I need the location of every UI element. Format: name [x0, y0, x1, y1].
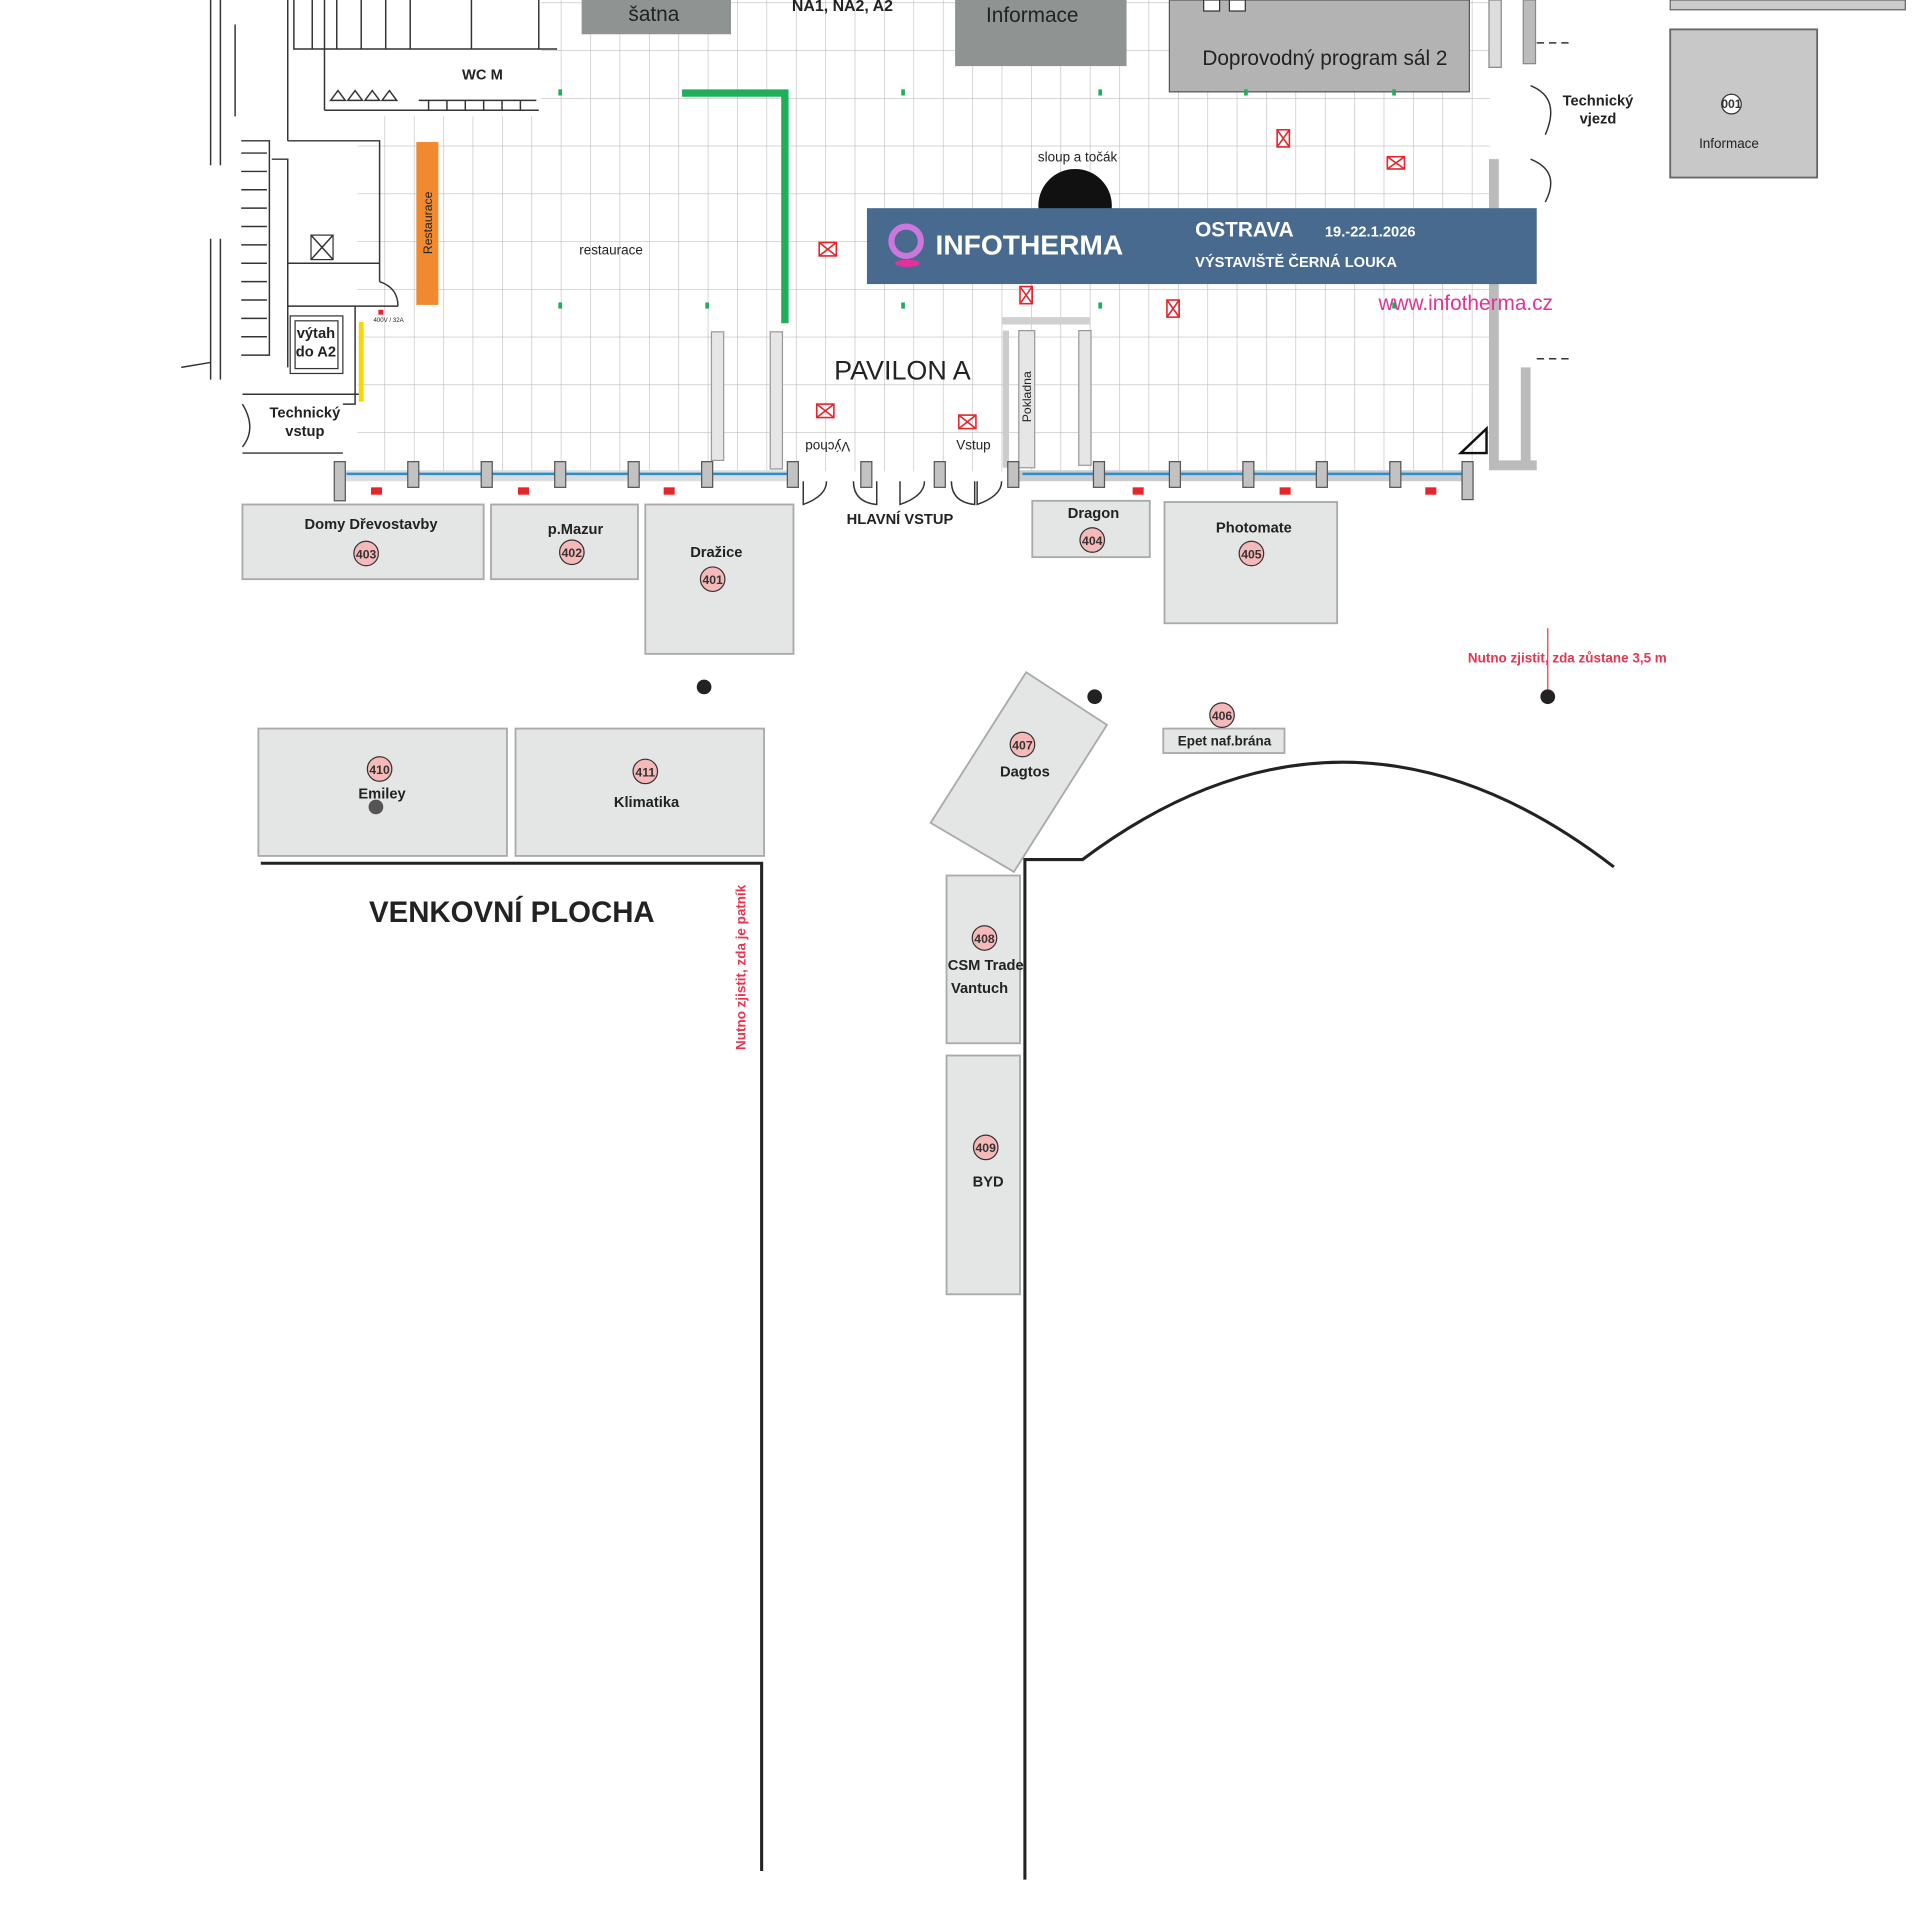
booth-number: 404	[1082, 534, 1103, 548]
outdoor-title: VENKOVNÍ PLOCHA	[369, 895, 655, 929]
satna-area: šatna	[581, 0, 732, 35]
booth-401[interactable]: Dražice 401	[644, 503, 795, 655]
bollard-note: Nutno zjistit, zda je patník	[734, 884, 749, 1050]
technicky-vstup-label-2: vstup	[285, 424, 324, 440]
booth-407[interactable]: 407 Dagtos	[929, 670, 1109, 874]
banner-city: OSTRAVA	[1195, 218, 1294, 241]
vytah-label-2: do A2	[296, 344, 336, 360]
left-building	[181, 0, 558, 454]
booth-403[interactable]: Domy Dřevostavby 403	[241, 503, 485, 581]
fire-extinguisher-icon	[957, 414, 977, 430]
booth-number: 407	[1012, 738, 1033, 752]
booth-number: 406	[1212, 709, 1233, 723]
booth-number: 409	[976, 1141, 997, 1155]
info-right-label: Informace	[1699, 136, 1759, 151]
na-label: NA1, NA2, A2	[792, 0, 893, 15]
pokladna-label: Pokladna	[1020, 371, 1034, 422]
booth-name: Domy Dřevostavby	[304, 517, 438, 533]
booth-name: p.Mazur	[548, 522, 604, 538]
restaurace-bar-label: Restaurace	[421, 191, 435, 254]
booth-405[interactable]: Photomate 405	[1163, 501, 1339, 625]
bollard-marker	[1087, 689, 1103, 705]
fire-extinguisher-icon	[1276, 129, 1291, 148]
booth-name: BYD	[973, 1175, 1004, 1191]
program-hall-area: Doprovodný program sál 2	[1168, 0, 1470, 93]
wc-label: WC M	[462, 68, 503, 84]
infotherma-banner: INFOTHERMA OSTRAVA 19.-22.1.2026 VÝSTAVI…	[866, 208, 1537, 285]
power-label: 400V / 32A	[373, 317, 404, 324]
informace-right-area: 001 Informace	[1669, 28, 1819, 179]
informace-area: Informace	[955, 0, 1127, 67]
booth-410[interactable]: 410 Emiley	[257, 727, 508, 857]
technicky-vstup-label: Technický	[270, 406, 342, 422]
booth-number: 410	[369, 763, 390, 777]
booth-404[interactable]: Dragon 404	[1031, 499, 1151, 559]
vytah-label: výtah	[297, 326, 335, 342]
restaurace-bar	[416, 142, 439, 305]
width-note: Nutno zjistit, zda zůstane 3,5 m	[1468, 650, 1667, 665]
fire-extinguisher-icon	[1166, 299, 1180, 318]
booth-name: Dražice	[690, 545, 742, 561]
booth-name: Dagtos	[1000, 764, 1050, 780]
booth-name-2: Vantuch	[951, 981, 1008, 997]
road-curve	[1023, 760, 1615, 1880]
booth-number: 402	[562, 546, 583, 560]
fire-extinguisher-icon	[815, 403, 835, 419]
outdoor-boundary	[260, 861, 764, 1872]
vychod-label: Východ	[805, 439, 850, 454]
bollard-marker	[696, 679, 712, 695]
booth-number: 408	[974, 932, 995, 946]
pavilon-label: PAVILON A	[834, 356, 971, 386]
booth-408[interactable]: 408 CSM Trade Vantuch	[945, 874, 1024, 1045]
booth-409[interactable]: 409 BYD	[945, 1054, 1021, 1296]
front-wall	[333, 461, 1474, 506]
restaurace-area-label: restaurace	[579, 243, 643, 258]
booth-name: CSM Trade	[948, 958, 1024, 974]
emergency-markers	[815, 129, 1406, 430]
sloup-label: sloup a točák	[1038, 150, 1118, 165]
booth-name: Klimatika	[614, 795, 680, 811]
banner-venue: VÝSTAVIŠTĚ ČERNÁ LOUKA	[1195, 253, 1397, 271]
website-link[interactable]: www.infotherma.cz	[1377, 292, 1553, 315]
fire-extinguisher-icon	[1019, 285, 1034, 305]
satna-label: šatna	[628, 3, 679, 26]
info-number: 001	[1721, 97, 1742, 111]
booth-411[interactable]: 411 Klimatika	[514, 727, 765, 857]
booth-number: 403	[356, 547, 377, 561]
booth-name: Dragon	[1068, 506, 1119, 522]
booth-name: Photomate	[1216, 521, 1292, 537]
booth-name: Epet naf.brána	[1178, 734, 1272, 749]
booth-number: 401	[702, 573, 723, 587]
hlavni-vstup-label: HLAVNÍ VSTUP	[847, 511, 954, 528]
booth-name: Emiley	[358, 786, 406, 802]
banner-dates: 19.-22.1.2026	[1325, 224, 1416, 240]
booth-406[interactable]: Epet naf.brána 406	[1162, 702, 1286, 754]
banner-brand: INFOTHERMA	[936, 230, 1124, 261]
fire-extinguisher-icon	[818, 241, 838, 257]
technicky-vjezd-label-2: vjezd	[1580, 112, 1617, 128]
infotherma-logo-icon	[888, 223, 924, 259]
booth-number: 411	[635, 765, 655, 779]
bollard-marker	[1540, 689, 1556, 705]
technicky-vjezd-label: Technický	[1563, 93, 1635, 109]
fire-extinguisher-icon	[1386, 155, 1406, 170]
program-label: Doprovodný program sál 2	[1202, 47, 1447, 70]
booth-number: 405	[1241, 547, 1262, 561]
green-partition	[682, 89, 789, 324]
booth-402[interactable]: p.Mazur 402	[490, 503, 639, 581]
vstup-label: Vstup	[956, 437, 990, 452]
informace-label: Informace	[986, 4, 1078, 27]
